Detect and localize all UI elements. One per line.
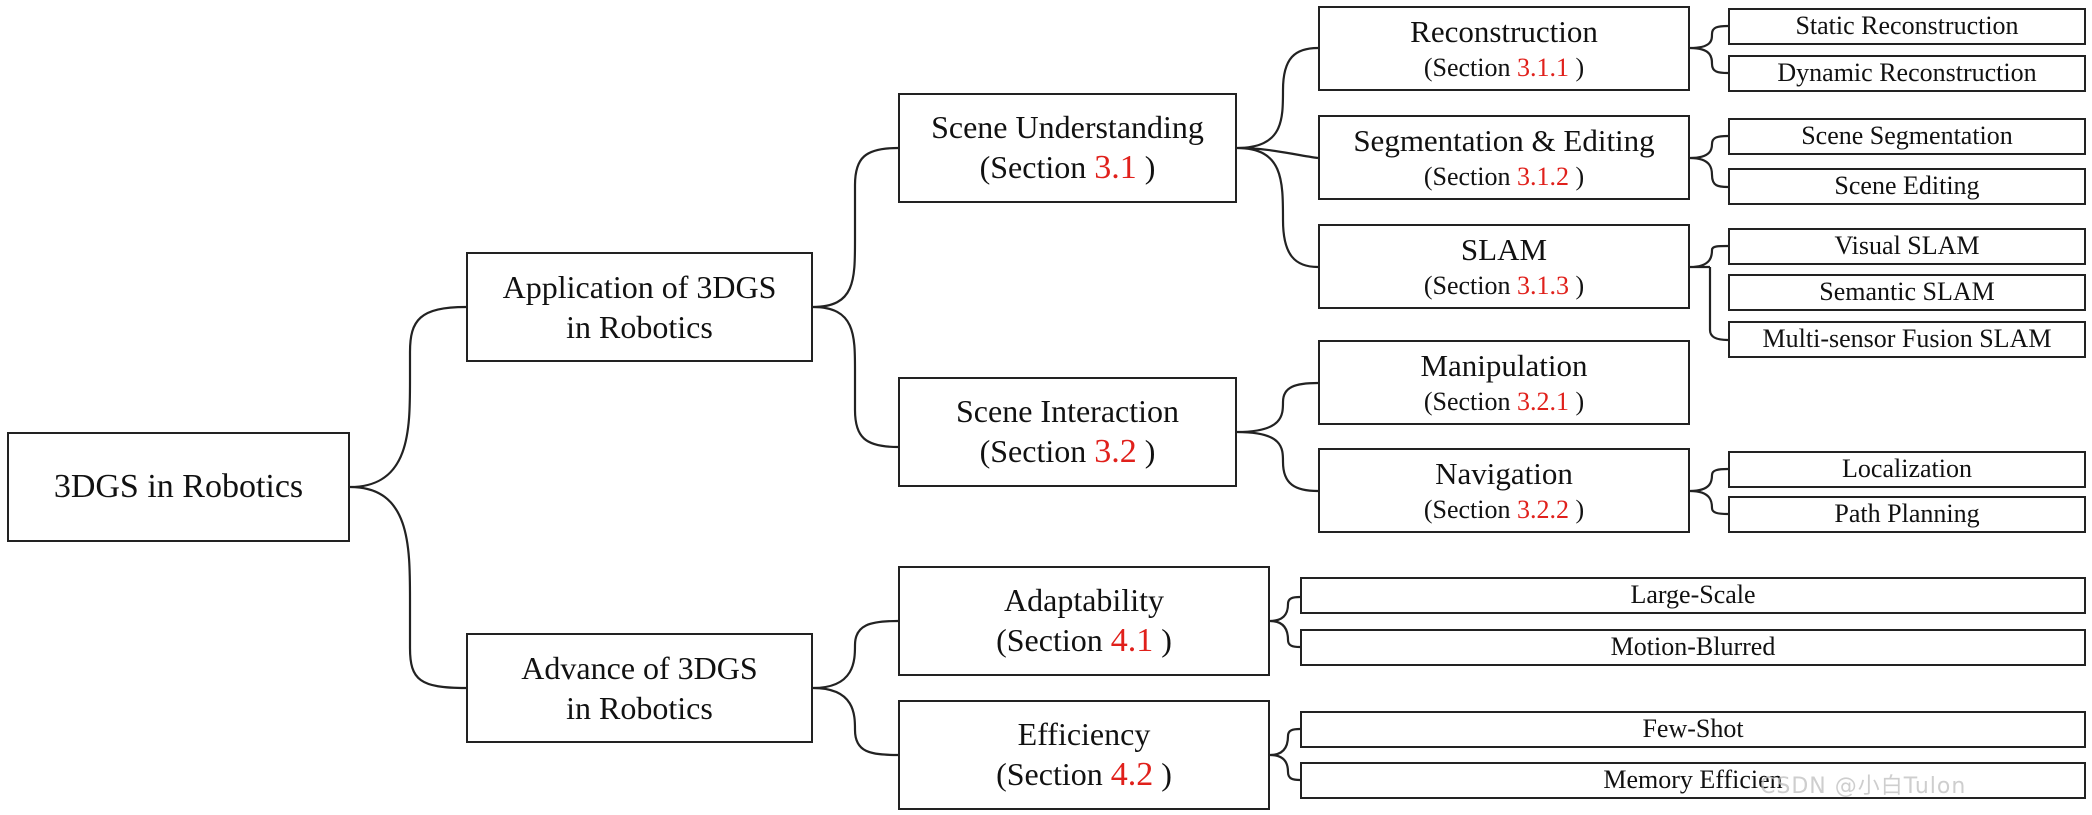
section-number: 4.1 (1110, 621, 1154, 659)
slam-section: (Section 3.1.3 ) (1423, 270, 1585, 300)
leaf-label: Static Reconstruction (1795, 11, 2019, 41)
root-label: 3DGS in Robotics (53, 467, 304, 505)
scene-interaction-node: Scene Interaction (Section 3.2 ) (898, 377, 1237, 487)
segmentation-title: Segmentation & Editing (1353, 122, 1655, 158)
manipulation-title: Manipulation (1420, 347, 1588, 383)
adaptability-section: (Section 4.1 ) (996, 621, 1172, 659)
section-number: 3.1 (1094, 148, 1137, 186)
leaf-label: Memory Efficien (1603, 765, 1783, 795)
advance-line2: in Robotics (566, 690, 713, 726)
leaf-motion-blurred: Motion-Blurred (1300, 629, 2086, 666)
manipulation-node: Manipulation (Section 3.2.1 ) (1318, 340, 1690, 425)
leaf-localization: Localization (1728, 451, 2086, 488)
segmentation-section: (Section 3.1.2 ) (1423, 161, 1585, 191)
connector-slam (1689, 244, 1729, 342)
scene-understanding-node: Scene Understanding (Section 3.1 ) (898, 93, 1237, 203)
leaf-label: Motion-Blurred (1610, 632, 1776, 662)
advance-node: Advance of 3DGS in Robotics (466, 633, 813, 743)
section-number: 3.1.1 (1516, 52, 1569, 82)
leaf-label: Scene Segmentation (1801, 121, 2013, 151)
slam-node: SLAM (Section 3.1.3 ) (1318, 224, 1690, 309)
slam-title: SLAM (1460, 231, 1548, 267)
leaf-label: Path Planning (1834, 499, 1980, 529)
section-number: 3.2.1 (1516, 386, 1569, 416)
application-node: Application of 3DGS in Robotics (466, 252, 813, 362)
leaf-label: Semantic SLAM (1819, 277, 1995, 307)
reconstruction-section: (Section 3.1.1 ) (1423, 52, 1585, 82)
reconstruction-node: Reconstruction (Section 3.1.1 ) (1318, 6, 1690, 91)
leaf-label: Few-Shot (1642, 714, 1744, 744)
leaf-static-reconstruction: Static Reconstruction (1728, 8, 2086, 45)
reconstruction-title: Reconstruction (1410, 13, 1598, 49)
connector-efficiency (1269, 727, 1301, 782)
leaf-visual-slam: Visual SLAM (1728, 228, 2086, 265)
connector-interaction (1236, 381, 1319, 493)
scene-interaction-section: (Section 3.2 ) (979, 432, 1156, 470)
efficiency-node: Efficiency (Section 4.2 ) (898, 700, 1270, 810)
leaf-label: Scene Editing (1834, 171, 1980, 201)
leaf-label: Localization (1842, 454, 1972, 484)
scene-understanding-title: Scene Understanding (931, 108, 1204, 145)
application-line1: Application of 3DGS (502, 269, 777, 305)
navigation-title: Navigation (1435, 455, 1573, 491)
section-number: 3.2.2 (1516, 494, 1569, 524)
connector-application (812, 146, 899, 449)
leaf-multi-sensor-fusion-slam: Multi-sensor Fusion SLAM (1728, 321, 2086, 358)
leaf-label: Multi-sensor Fusion SLAM (1762, 324, 2052, 354)
efficiency-title: Efficiency (1017, 715, 1151, 752)
leaf-label: Dynamic Reconstruction (1777, 58, 2037, 88)
adaptability-title: Adaptability (1004, 581, 1164, 618)
root-node: 3DGS in Robotics (7, 432, 350, 542)
navigation-section: (Section 3.2.2 ) (1423, 494, 1585, 524)
leaf-scene-editing: Scene Editing (1728, 168, 2086, 205)
connector-adaptability (1269, 595, 1301, 649)
connector-navigation (1689, 467, 1729, 516)
connector-advance (812, 619, 899, 757)
efficiency-section: (Section 4.2 ) (996, 755, 1172, 793)
scene-understanding-section: (Section 3.1 ) (979, 148, 1156, 186)
segmentation-node: Segmentation & Editing (Section 3.1.2 ) (1318, 115, 1690, 200)
leaf-semantic-slam: Semantic SLAM (1728, 274, 2086, 311)
manipulation-section: (Section 3.2.1 ) (1423, 386, 1585, 416)
connector-reconstruction (1689, 24, 1729, 75)
leaf-memory-efficient: Memory Efficien (1300, 762, 2086, 799)
navigation-node: Navigation (Section 3.2.2 ) (1318, 448, 1690, 533)
adaptability-node: Adaptability (Section 4.1 ) (898, 566, 1270, 676)
advance-line1: Advance of 3DGS (521, 650, 758, 686)
leaf-few-shot: Few-Shot (1300, 711, 2086, 748)
connector-segmentation (1689, 134, 1729, 189)
connector-understanding (1236, 46, 1319, 269)
leaf-label: Large-Scale (1630, 580, 1756, 610)
connector-root (349, 305, 467, 690)
section-number: 4.2 (1110, 755, 1154, 793)
section-number: 3.1.3 (1516, 270, 1569, 300)
leaf-large-scale: Large-Scale (1300, 577, 2086, 614)
leaf-label: Visual SLAM (1834, 231, 1980, 261)
scene-interaction-title: Scene Interaction (956, 392, 1179, 429)
section-number: 3.1.2 (1516, 161, 1569, 191)
watermark: CSDN @小白Tulon (1760, 774, 1967, 799)
leaf-scene-segmentation: Scene Segmentation (1728, 118, 2086, 155)
section-number: 3.2 (1094, 432, 1137, 470)
application-line2: in Robotics (566, 309, 713, 345)
leaf-path-planning: Path Planning (1728, 496, 2086, 533)
leaf-dynamic-reconstruction: Dynamic Reconstruction (1728, 55, 2086, 92)
